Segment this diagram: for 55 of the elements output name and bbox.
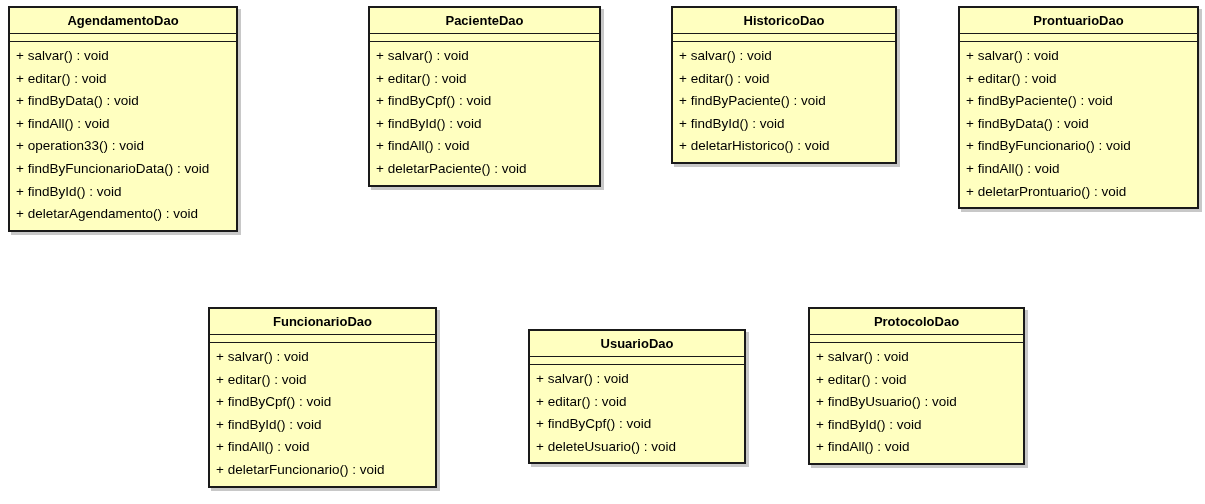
method-signature: + findAll() : void [816, 439, 910, 455]
method-signature: + editar() : void [216, 371, 307, 387]
method-signature: + salvar() : void [376, 48, 469, 63]
method-signature: + findById() : void [679, 115, 785, 131]
class-box [958, 6, 1199, 210]
class-box [368, 6, 601, 187]
method-signature: + deletarProntuario() : void [966, 183, 1127, 199]
method-signature: + editar() : void [966, 70, 1057, 86]
class-name: FuncionarioDao [273, 314, 372, 329]
method-signature: + findByFuncionario() : void [966, 138, 1131, 154]
method-signature: + findById() : void [376, 115, 482, 131]
method-signature: + findAll() : void [966, 160, 1060, 176]
method-signature: + findById() : void [16, 183, 122, 199]
method-signature: + salvar() : void [816, 349, 909, 364]
method-signature: + editar() : void [816, 371, 907, 387]
method-signature: + salvar() : void [16, 48, 109, 63]
method-signature: + findById() : void [816, 416, 922, 432]
class-box [808, 307, 1025, 465]
method-signature: + operation33() : void [16, 138, 144, 154]
class-name: HistoricoDao [743, 13, 825, 28]
method-signature: + salvar() : void [679, 48, 772, 63]
method-signature: + salvar() : void [216, 349, 309, 364]
method-signature: + salvar() : void [536, 371, 629, 386]
method-signature: + salvar() : void [966, 48, 1059, 63]
class-box [8, 6, 238, 232]
class-name: AgendamentoDao [67, 13, 179, 28]
method-signature: + deleteUsuario() : void [536, 438, 676, 454]
method-signature: + findAll() : void [376, 138, 470, 154]
method-signature: + editar() : void [16, 70, 107, 86]
class-name: ProtocoloDao [873, 314, 960, 329]
method-signature: + findByUsuario() : void [816, 394, 957, 410]
method-signature: + findByPaciente() : void [966, 93, 1113, 109]
method-signature: + deletarAgendamento() : void [16, 206, 198, 222]
method-signature: + findByCpf() : void [536, 416, 652, 432]
class-name: UsuarioDao [600, 336, 674, 351]
method-signature: + findByCpf() : void [216, 394, 332, 410]
method-signature: + deletarFuncionario() : void [216, 461, 385, 477]
method-signature: + findById() : void [216, 416, 322, 432]
class-box [671, 6, 897, 164]
method-signature: + findAll() : void [216, 439, 310, 455]
method-signature: + findByData() : void [16, 93, 139, 109]
method-signature: + findByFuncionarioData() : void [16, 160, 210, 176]
method-signature: + editar() : void [536, 393, 627, 409]
method-signature: + deletarPaciente() : void [376, 160, 527, 176]
class-box [528, 329, 746, 465]
method-signature: + findByCpf() : void [376, 93, 492, 109]
class-box [208, 307, 437, 488]
class-name: ProntuarioDao [1033, 13, 1124, 28]
method-signature: + findByPaciente() : void [679, 93, 826, 109]
class-name: PacienteDao [445, 13, 524, 28]
method-signature: + deletarHistorico() : void [679, 138, 830, 154]
method-signature: + editar() : void [376, 70, 467, 86]
method-signature: + findByData() : void [966, 115, 1089, 131]
method-signature: + editar() : void [679, 70, 770, 86]
method-signature: + findAll() : void [16, 115, 110, 131]
